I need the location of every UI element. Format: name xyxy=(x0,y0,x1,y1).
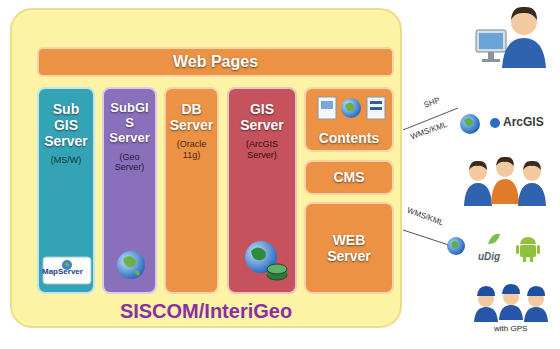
node-title: CMS xyxy=(306,169,392,185)
node-subtitle: (ArcGIS Server) xyxy=(229,139,295,160)
server-column: GIS Server (ArcGIS Server) xyxy=(227,87,297,294)
node-subtitle: (Oracle 11g) xyxy=(166,139,217,160)
client-icons xyxy=(460,114,500,134)
protocol-label: WMS/KML xyxy=(410,121,449,142)
node-title: Web Pages xyxy=(39,53,392,71)
web-server-box: WEB Server xyxy=(304,202,394,294)
system-title: SISCOM/InteriGeo xyxy=(12,300,400,323)
node-title: DB Server xyxy=(166,101,217,133)
server-column: Sub GIS Server (MS/W) xyxy=(37,87,95,294)
system-boundary: SISCOM/InteriGeo Web Pages Sub GIS Server… xyxy=(10,8,402,328)
user-icon xyxy=(476,7,546,68)
logo-text: uDig xyxy=(478,251,500,262)
server-column: SubGIS Server (Geo Server) xyxy=(102,87,157,294)
cms-box: CMS xyxy=(304,160,394,195)
mobile-icons xyxy=(447,234,540,262)
node-subtitle: (MS/W) xyxy=(39,155,93,165)
node-title: SubGIS Server xyxy=(104,101,155,146)
protocol-label: WMS/KML xyxy=(406,207,445,228)
people-group xyxy=(464,157,546,206)
caption-label: with GPS xyxy=(494,325,527,334)
node-title: WEB Server xyxy=(306,232,392,264)
node-title: GIS Server xyxy=(229,101,295,133)
node-title: Sub GIS Server xyxy=(39,101,93,149)
police-group xyxy=(474,284,548,322)
logo-text: ArcGIS xyxy=(503,116,544,129)
web-pages-bar: Web Pages xyxy=(37,47,394,77)
logo-text: MapServer xyxy=(42,268,83,277)
node-title: Contents xyxy=(306,130,392,146)
server-column: DB Server (Oracle 11g) xyxy=(164,87,219,294)
protocol-label: SHP xyxy=(423,96,441,110)
contents-box: Contents xyxy=(304,87,394,152)
node-subtitle: (Geo Server) xyxy=(104,152,155,173)
